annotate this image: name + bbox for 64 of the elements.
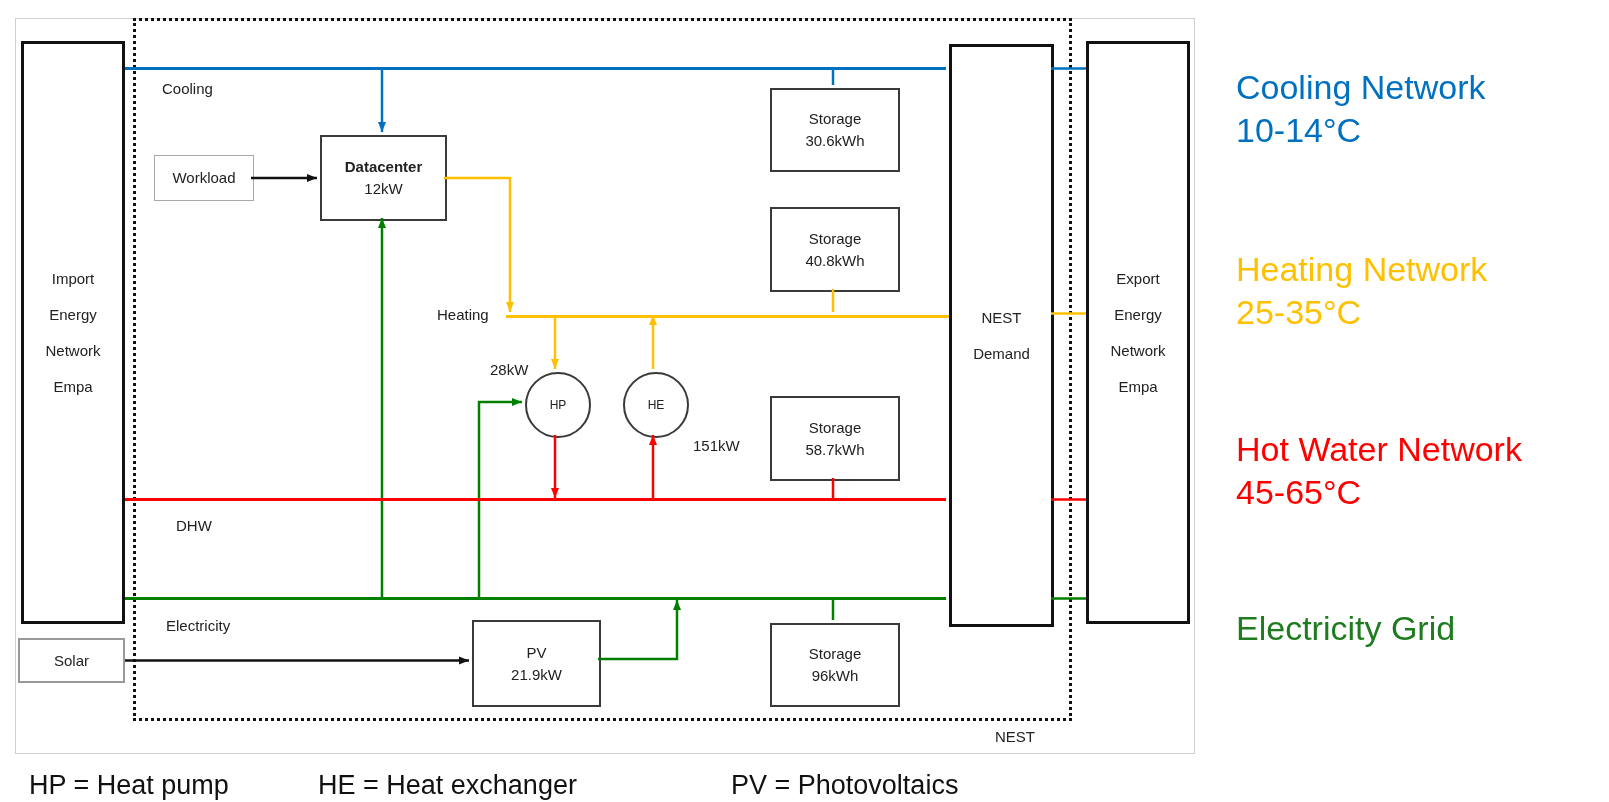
value-label: 28kW [490, 361, 529, 378]
arrow [551, 435, 559, 498]
storage-box [770, 88, 900, 172]
value-label: 12kW [364, 179, 403, 199]
arrow [649, 435, 657, 498]
node-label: Storage [808, 109, 862, 129]
bus-label: DHW [176, 517, 212, 534]
value-label: 96kWh [811, 666, 859, 686]
node-label: Storage [808, 417, 862, 438]
demand-box [949, 44, 1054, 627]
node-label: Solar [54, 650, 89, 671]
arrow [444, 176, 514, 312]
bus-line [506, 315, 949, 318]
network-box [1086, 41, 1190, 624]
network-box [21, 41, 125, 624]
arrow [598, 600, 681, 661]
connector-line [831, 289, 835, 312]
input-box [18, 638, 125, 683]
abbreviation-note: HE = Heat exchanger [318, 770, 577, 801]
connector-line [831, 478, 835, 498]
arrow [551, 315, 559, 369]
legend-entry: Cooling Network 10-14°C [1236, 67, 1487, 151]
arrow [125, 656, 469, 665]
process-box [320, 135, 447, 221]
node-label: HP [549, 397, 567, 414]
node-label: Storage [808, 228, 862, 249]
value-label: 58.7kWh [805, 439, 865, 460]
legend-entry: Electricity Grid [1236, 608, 1457, 649]
connector-line [1051, 498, 1086, 501]
value-label: 151kW [693, 437, 740, 454]
node-label: Datacenter [344, 157, 423, 177]
node-label: Export Energy Network Empa [1109, 268, 1167, 397]
node-label: Workload [172, 168, 236, 188]
storage-box [770, 207, 900, 292]
abbreviation-note: HP = Heat pump [29, 770, 229, 801]
arrow [378, 218, 386, 597]
connector-line [1051, 67, 1086, 70]
connector-line [831, 70, 835, 85]
value-label: 21.9kW [511, 664, 562, 685]
input-box [154, 155, 254, 201]
legend-entry: Heating Network 25-35°C [1236, 249, 1489, 333]
bus-label: Heating [437, 306, 489, 323]
process-box [472, 620, 601, 707]
node-label: HE [647, 397, 665, 414]
value-label: 30.6kWh [805, 131, 865, 151]
connector-line [1051, 312, 1086, 315]
connector-line [1051, 597, 1086, 600]
node-label: NEST [995, 727, 1035, 747]
node-label: PV [526, 642, 547, 663]
arrow [378, 70, 386, 132]
connector-line [831, 600, 835, 620]
value-label: 40.8kWh [805, 250, 865, 271]
arrow [477, 398, 522, 597]
storage-box [770, 623, 900, 707]
arrow [251, 174, 317, 182]
node-label: Storage [808, 644, 862, 664]
arrow [649, 315, 657, 369]
storage-box [770, 396, 900, 481]
legend-entry: Hot Water Network 45-65°C [1236, 429, 1523, 513]
node-label: Import Energy Network Empa [44, 268, 102, 397]
node-label: NEST Demand [972, 307, 1031, 364]
bus-label: Electricity [166, 617, 231, 634]
bus-label: Cooling [162, 80, 213, 97]
abbreviation-note: PV = Photovoltaics [731, 770, 959, 801]
